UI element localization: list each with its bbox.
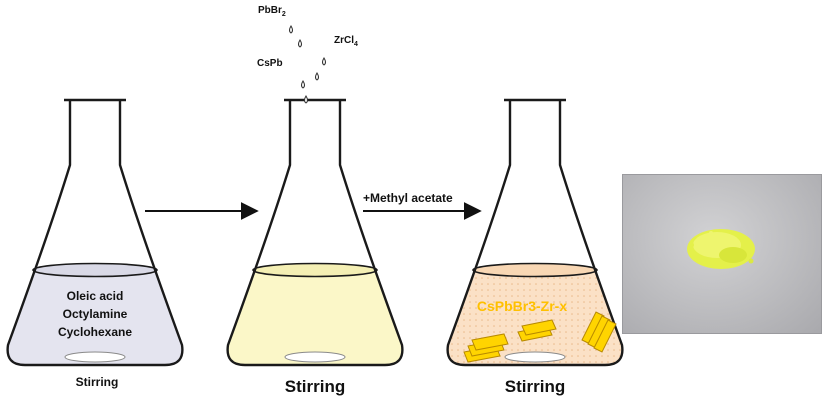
stir-bar-icon (284, 351, 346, 363)
droplet-icon (322, 57, 326, 66)
flask-2-solution (227, 270, 403, 365)
stir-bar-icon (64, 351, 126, 363)
flask-2: Stirring (226, 98, 404, 396)
flask-1-content-2: Octylamine (63, 307, 128, 321)
drop-label-cspb: CsPb (257, 58, 283, 69)
droplet-icon (301, 80, 305, 89)
erlenmeyer-flask-icon (446, 100, 624, 367)
droplet-icon (304, 95, 308, 104)
flask-1-caption: Stirring (76, 375, 119, 389)
drop-label-zrcl4: ZrCl4 (334, 35, 358, 48)
precursor-drops: PbBr2 ZrCl4 CsPb (257, 5, 358, 104)
flask-3-caption: Stirring (505, 377, 565, 396)
crystal-icon (463, 333, 509, 363)
flask-3-product-label: CsPbBr3-Zr-x (477, 298, 567, 314)
crystal-icon (581, 311, 617, 353)
crystal-icon (517, 319, 557, 342)
erlenmeyer-flask-icon (6, 100, 184, 367)
droplet-icon (298, 39, 302, 48)
drop-label-pbbr2: PbBr2 (258, 5, 286, 18)
droplet-icon (315, 72, 319, 81)
arrow-2-label: +Methyl acetate (363, 191, 453, 205)
droplet-icon (289, 25, 293, 34)
flask-1-content-3: Cyclohexane (58, 325, 132, 339)
flask-1-solution (7, 270, 183, 365)
arrow-2: +Methyl acetate (363, 191, 482, 220)
flask-1-solution-surface (32, 262, 158, 278)
flask-3-solution-surface (472, 262, 598, 278)
powder-pile (687, 229, 755, 269)
product-powder-photo (622, 174, 822, 334)
flask-1-content-1: Oleic acid (67, 289, 124, 303)
flask-2-solution-surface (252, 262, 378, 278)
stir-bar-icon (504, 351, 566, 363)
flask-2-caption: Stirring (285, 377, 345, 396)
flask-1: Oleic acid Octylamine Cyclohexane Stirri… (6, 98, 184, 389)
erlenmeyer-flask-icon (226, 100, 404, 367)
flask-3: CsPbBr3-Zr-x Stirring (446, 98, 624, 396)
